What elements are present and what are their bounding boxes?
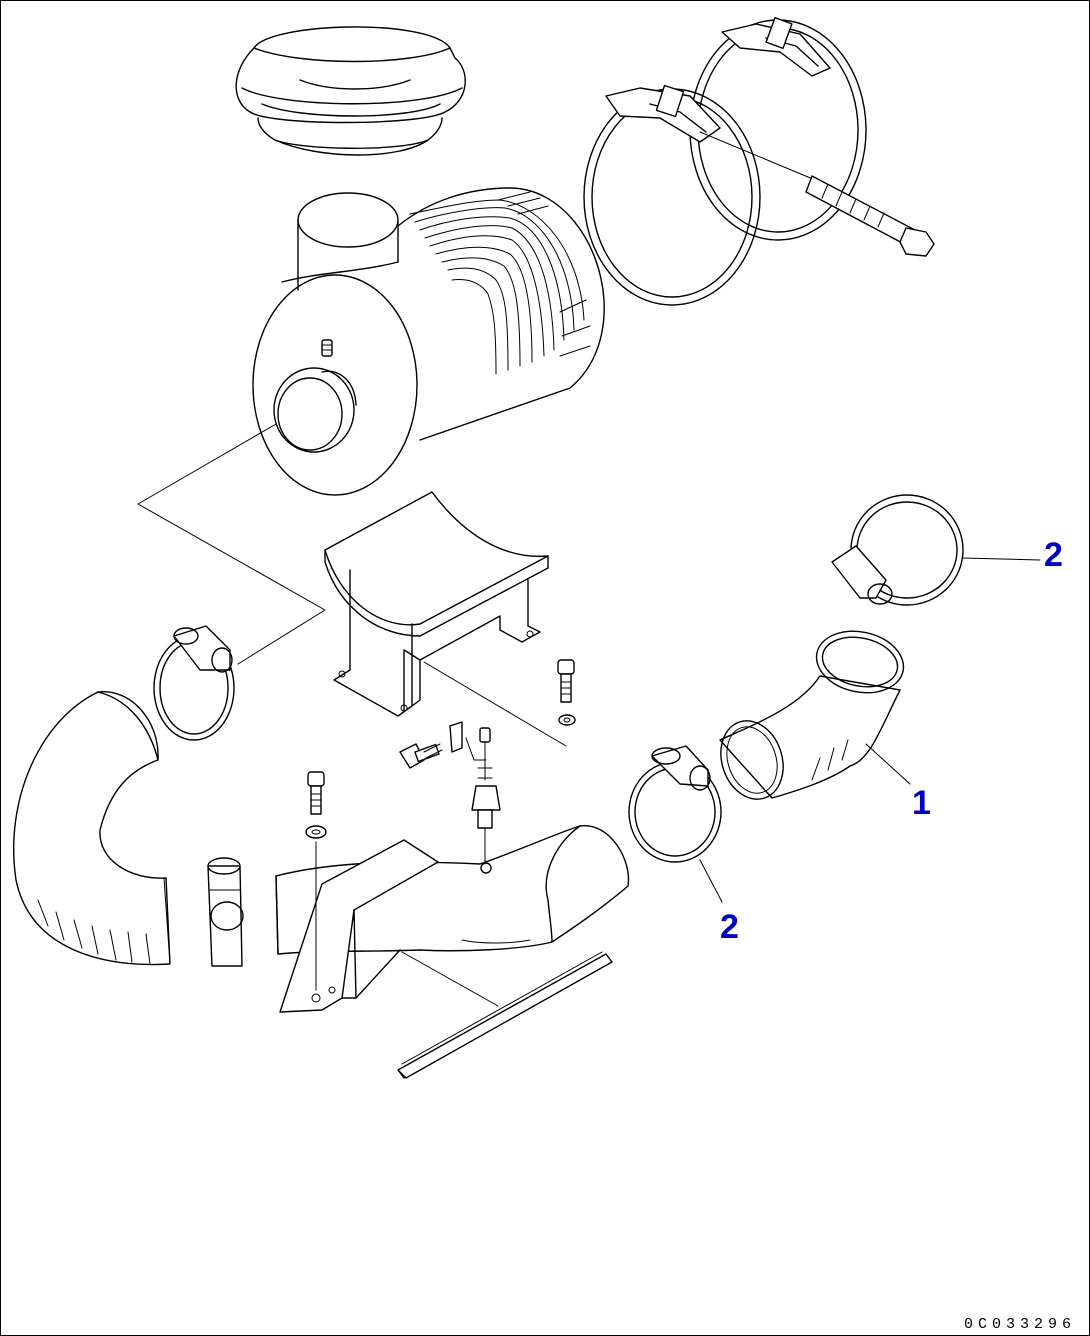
restriction-sensor: [399, 721, 501, 865]
air-cleaner-body: [137, 187, 605, 665]
pipe-bolt: [305, 771, 327, 991]
rain-cap: [235, 26, 466, 156]
mounting-bracket: [324, 491, 567, 747]
callout-part-2-top[interactable]: 2: [1044, 536, 1063, 574]
intake-pipe: [275, 825, 630, 1013]
elbow-hose-left: [12, 691, 171, 966]
bracket-bolt: [557, 659, 576, 726]
callout-part-1[interactable]: 1: [912, 784, 931, 822]
mounting-bands: [583, 17, 935, 306]
seal-strip: [397, 951, 613, 1079]
callout-part-2-bottom[interactable]: 2: [720, 908, 739, 946]
small-sleeve: [207, 857, 244, 967]
elbow-hose-part1: [719, 630, 911, 800]
drawing-number: 0C033296: [964, 1316, 1077, 1333]
hose-clamp-middle: [628, 745, 723, 903]
hose-clamp-left: [153, 625, 235, 741]
hose-clamp-upper-right: [831, 494, 1041, 606]
